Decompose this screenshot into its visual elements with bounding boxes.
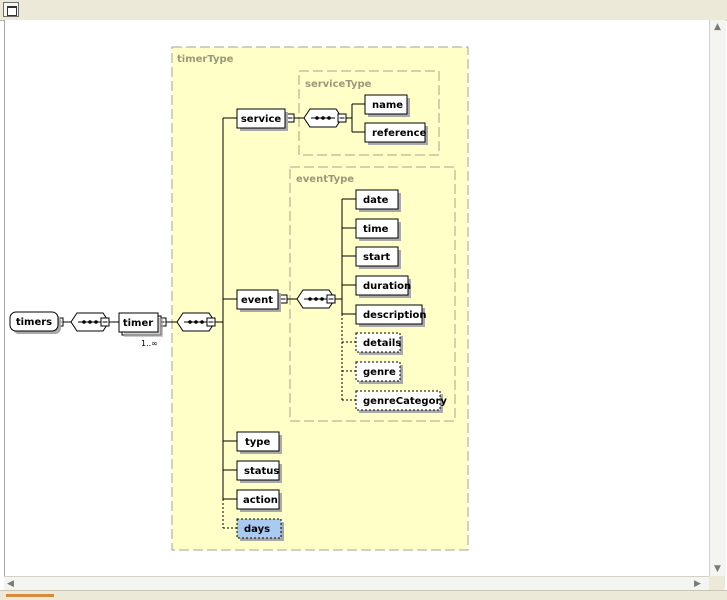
scroll-right-icon[interactable]: ▶ [694,579,701,589]
element-label: reference [372,128,427,139]
element-date[interactable]: date [355,189,401,212]
schema-diagram: timerType serviceType eventType [9,46,469,551]
element-label: action [243,495,278,506]
optional-connector-lines [222,314,356,529]
diagram-view-icon[interactable] [3,2,19,17]
vertical-scrollbar[interactable]: ▲ ▼ [709,20,726,576]
sequence-compositor-icon [70,312,110,332]
element-label: time [363,224,389,235]
cardinality-label: 1..∞ [141,339,158,348]
element-label: service [241,114,282,125]
scroll-left-icon[interactable]: ◀ [7,579,14,589]
horizontal-scrollbar[interactable]: ◀ ▶ [4,576,709,591]
element-time[interactable]: time [355,218,401,241]
element-duration[interactable]: duration [355,275,411,298]
timer-type-label: timerType [177,54,234,65]
element-label: genreCategory [363,396,447,407]
sequence-compositor-icon [303,108,343,128]
element-label: genre [363,367,396,378]
element-label: name [372,100,403,111]
element-service[interactable]: service [236,108,288,131]
status-strip [0,590,727,600]
element-status[interactable]: status [236,460,282,483]
element-details[interactable]: details [355,332,403,355]
diagram-canvas: timerType serviceType eventType [4,20,710,576]
scroll-up-icon[interactable]: ▲ [714,22,721,32]
element-type[interactable]: type [236,431,282,454]
element-label: event [241,295,273,306]
element-genre-category[interactable]: genreCategory [355,390,447,413]
element-event[interactable]: event [236,289,281,312]
event-type-label: eventType [296,174,354,185]
element-label: start [363,252,390,263]
element-label: timer [123,318,153,329]
element-label: duration [363,281,411,292]
element-timers[interactable]: timers [9,311,61,334]
element-name[interactable]: name [364,94,410,117]
element-start[interactable]: start [355,246,401,269]
element-reference[interactable]: reference [364,122,428,145]
element-label: status [244,466,279,477]
element-label: description [363,310,427,321]
element-genre[interactable]: genre [355,361,403,384]
sequence-compositor-icon [296,289,336,309]
element-label: details [363,338,401,349]
element-label: timers [16,317,52,328]
toolbar [0,0,727,21]
sequence-compositor-icon [176,312,216,332]
element-label: days [244,524,270,535]
element-label: type [245,437,270,448]
element-days[interactable]: days [236,518,284,541]
service-type-label: serviceType [305,79,372,90]
element-label: date [363,195,389,206]
scrollbar-corner [709,576,725,590]
connector-lines [63,103,365,500]
element-description[interactable]: description [355,304,427,327]
element-timer[interactable]: timer 1..∞ [118,312,163,348]
scroll-down-icon[interactable]: ▼ [714,564,721,574]
element-action[interactable]: action [236,489,282,512]
